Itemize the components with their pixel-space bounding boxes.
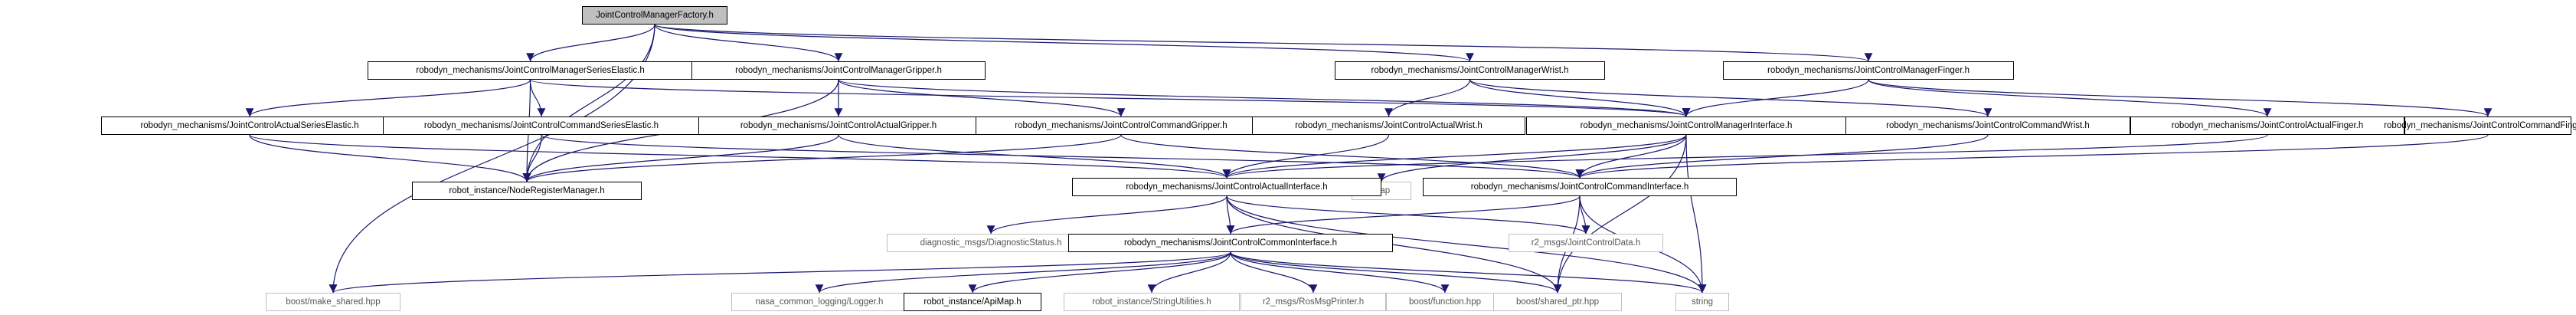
edge-cmdFinger-to-cmdIface: [1576, 134, 2489, 179]
graph-node-cmdWrist[interactable]: robodyn_mechanisms/JointControlCommandWr…: [1845, 116, 2130, 135]
edge-wrist-to-actWrist: [1384, 79, 1471, 117]
edge-common-to-string: [1230, 251, 1707, 294]
edge-mgrIface-to-cmdIface: [1575, 134, 1687, 179]
graph-node-cmdSeries[interactable]: robodyn_mechanisms/JointControlCommandSe…: [383, 116, 700, 135]
edge-actGripper-to-actIface: [838, 134, 1231, 179]
edge-root-to-gripper: [654, 24, 843, 62]
graph-node-actWrist[interactable]: robodyn_mechanisms/JointControlActualWri…: [1252, 116, 1525, 135]
graph-node-wrist[interactable]: robodyn_mechanisms/JointControlManagerWr…: [1335, 61, 1605, 80]
edge-actGripper-to-nodeReg: [522, 134, 839, 182]
graph-node-actFinger[interactable]: robodyn_mechanisms/JointControlActualFin…: [2130, 116, 2404, 135]
edge-actIface-to-string: [1226, 195, 1707, 294]
edge-actSeries-to-actIface: [249, 134, 1231, 179]
graph-node-cmdFinger[interactable]: robodyn_mechanisms/JointControlCommandFi…: [2384, 116, 2576, 135]
edge-mgrIface-to-sharedPtr: [1553, 134, 1687, 294]
graph-node-bfunc: boost/function.hpp: [1386, 293, 1504, 311]
edge-common-to-strutil: [1147, 251, 1231, 294]
graph-node-diag: diagnostic_msgs/DiagnosticStatus.h: [887, 234, 1095, 252]
edge-common-to-bfunc: [1230, 251, 1450, 294]
edge-actIface-to-diag: [986, 195, 1228, 235]
edge-series-to-actSeries: [245, 79, 531, 117]
graph-node-series[interactable]: robodyn_mechanisms/JointControlManagerSe…: [368, 61, 693, 80]
edge-gripper-to-mgrIface: [838, 79, 1690, 117]
edge-root-to-series: [526, 24, 655, 62]
graph-node-nodeReg[interactable]: robot_instance/NodeRegisterManager.h: [412, 182, 642, 200]
graph-node-actSeries[interactable]: robodyn_mechanisms/JointControlActualSer…: [101, 116, 398, 135]
edge-cmdWrist-to-cmdIface: [1575, 134, 1989, 179]
edge-actFinger-to-actIface: [1223, 134, 2268, 179]
graph-node-r2data: r2_msgs/JointControlData.h: [1509, 234, 1663, 252]
graph-node-common[interactable]: robodyn_mechanisms/JointControlCommonInt…: [1068, 234, 1393, 252]
edge-finger-to-actFinger: [1868, 79, 2272, 117]
edge-common-to-apimap: [968, 251, 1231, 294]
edge-common-to-makeShared: [329, 251, 1231, 294]
edge-series-to-cmdSeries: [529, 79, 546, 117]
graph-node-makeShared: boost/make_shared.hpp: [266, 293, 400, 311]
edge-finger-to-cmdFinger: [1868, 79, 2493, 117]
graph-node-sharedPtr: boost/shared_ptr.hpp: [1493, 293, 1622, 311]
edge-root-to-nodeReg: [522, 24, 655, 182]
edge-common-to-sharedPtr: [1230, 251, 1562, 294]
graph-node-actGripper[interactable]: robodyn_mechanisms/JointControlActualGri…: [698, 116, 979, 135]
edge-common-to-logger: [815, 251, 1231, 294]
edge-wrist-to-mgrIface: [1469, 79, 1691, 117]
graph-node-mgrIface[interactable]: robodyn_mechanisms/JointControlManagerIn…: [1526, 116, 1846, 135]
edge-series-to-mgrIface: [529, 79, 1690, 117]
graph-node-rosprint: r2_msgs/RosMsgPrinter.h: [1241, 293, 1386, 311]
graph-node-root: JointControlManagerFactory.h: [582, 6, 727, 25]
edge-gripper-to-cmdGripper: [838, 79, 1126, 117]
edge-cmdSeries-to-cmdIface: [541, 134, 1584, 179]
graph-node-actIface[interactable]: robodyn_mechanisms/JointControlActualInt…: [1072, 178, 1381, 196]
graph-node-gripper[interactable]: robodyn_mechanisms/JointControlManagerGr…: [691, 61, 986, 80]
graph-node-logger: nasa_common_logging/Logger.h: [731, 293, 907, 311]
edge-root-to-wrist: [654, 24, 1474, 62]
edge-actWrist-to-actIface: [1222, 134, 1390, 179]
edge-cmdGripper-to-nodeReg: [522, 134, 1122, 182]
edge-cmdIface-to-common: [1226, 195, 1581, 235]
edge-wrist-to-cmdWrist: [1469, 79, 1992, 117]
edge-cmdGripper-to-cmdIface: [1120, 134, 1584, 179]
graph-node-cmdGripper[interactable]: robodyn_mechanisms/JointControlCommandGr…: [976, 116, 1267, 135]
edge-mgrIface-to-actIface: [1222, 134, 1687, 179]
edge-finger-to-mgrIface: [1682, 79, 1869, 117]
edge-root-to-finger: [654, 24, 1872, 62]
edge-common-to-rosprint: [1230, 251, 1318, 294]
edge-mgrIface-to-string: [1685, 134, 1707, 294]
graph-node-finger[interactable]: robodyn_mechanisms/JointControlManagerFi…: [1723, 61, 2014, 80]
graph-node-strutil: robot_instance/StringUtilities.h: [1064, 293, 1240, 311]
edge-mgrIface-to-map: [1377, 134, 1687, 182]
graph-node-apimap[interactable]: robot_instance/ApiMap.h: [904, 293, 1041, 311]
edge-actSeries-to-nodeReg: [249, 134, 531, 182]
graph-node-cmdIface[interactable]: robodyn_mechanisms/JointControlCommandIn…: [1423, 178, 1737, 196]
graph-node-string: string: [1675, 293, 1729, 311]
